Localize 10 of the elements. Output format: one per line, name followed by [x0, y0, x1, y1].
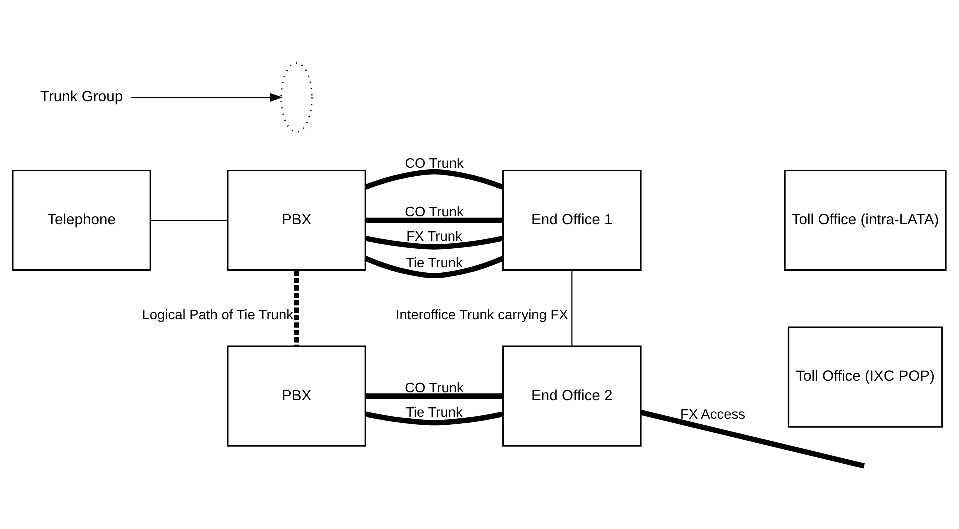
edge-label: FX Trunk	[406, 228, 462, 244]
edge-label: CO Trunk	[405, 380, 464, 396]
edge-label: Tie Trunk	[406, 404, 463, 420]
edge-label: Logical Path of Tie Trunk	[142, 307, 294, 322]
edge-label: CO Trunk	[405, 155, 464, 170]
edge-label: FX Access	[680, 406, 746, 422]
node-text: Trunk Group	[40, 89, 124, 106]
edge-label: CO Trunk	[405, 204, 464, 220]
edge-label: Tie Trunk	[406, 255, 463, 270]
edge-label: Interoffice Trunk carrying FX	[396, 307, 568, 322]
